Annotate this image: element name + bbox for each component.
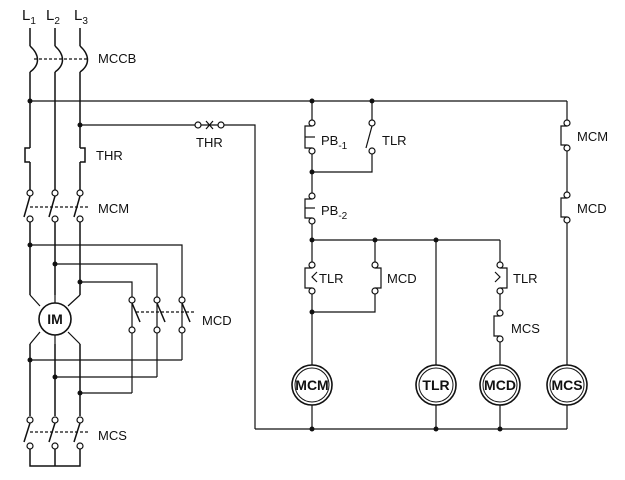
phase-l2-label: L2: [46, 7, 60, 27]
thr-control-label: THR: [196, 135, 223, 150]
tlr-nc-timed-contact: TLR: [304, 240, 344, 295]
mcd-power-label: MCD: [202, 313, 232, 328]
mcs-interlock-label: MCS: [511, 321, 540, 336]
control-circuit: THR PB-1 TLR PB-2: [30, 98, 608, 432]
tlr-hold-label: TLR: [382, 133, 407, 148]
tlr-hold-contact: TLR: [312, 101, 407, 173]
pb1-stop-button[interactable]: PB-1: [304, 101, 348, 155]
mccb-breaker: MCCB: [29, 45, 136, 73]
tlr-no-label: TLR: [513, 271, 538, 286]
mcd-interlock-contact: MCD: [312, 240, 417, 313]
mcs-coil: MCS: [546, 364, 588, 406]
phase-l1-label: L1: [22, 7, 36, 27]
pb1-label: PB-1: [321, 133, 348, 152]
tlr-coil-label: TLR: [422, 377, 449, 393]
mcd-delta-contacts: MCD: [128, 296, 232, 334]
mcd-aux-contact: MCD: [560, 191, 607, 224]
thr-control-contact: THR: [80, 120, 256, 429]
mcd-aux-label: MCD: [577, 201, 607, 216]
mcs-coil-label: MCS: [551, 377, 582, 393]
motor-label: IM: [47, 311, 63, 327]
mcm-coil: MCM: [291, 364, 333, 406]
mcd-interlock-label: MCD: [387, 271, 417, 286]
mcd-coil: MCD: [479, 364, 521, 406]
mcs-star-contacts: MCS: [23, 416, 127, 450]
mcm-power-label: MCM: [98, 201, 129, 216]
tlr-no-timed-contact: TLR: [494, 240, 538, 295]
mcd-coil-label: MCD: [484, 377, 516, 393]
thr-power-label: THR: [96, 148, 123, 163]
phase-l3-label: L3: [74, 7, 88, 27]
power-circuit: MCCB THR MCM IM: [23, 28, 232, 467]
pb2-label: PB-2: [321, 203, 348, 222]
mccb-label: MCCB: [98, 51, 136, 66]
phase-labels: L1 L2 L3: [22, 7, 88, 27]
tlr-nc-label: TLR: [319, 271, 344, 286]
mcm-main-contacts: MCM: [23, 189, 129, 223]
mcm-aux-contact: MCM: [560, 101, 608, 152]
induction-motor: IM: [29, 294, 81, 345]
mcs-interlock-contact: MCS: [493, 294, 540, 343]
mcm-coil-label: MCM: [295, 377, 328, 393]
pb2-start-button[interactable]: PB-2: [304, 172, 348, 225]
mcm-aux-label: MCM: [577, 129, 608, 144]
tlr-coil: TLR: [415, 364, 457, 406]
mcs-power-label: MCS: [98, 428, 127, 443]
thermal-relay-power: THR: [24, 147, 123, 163]
